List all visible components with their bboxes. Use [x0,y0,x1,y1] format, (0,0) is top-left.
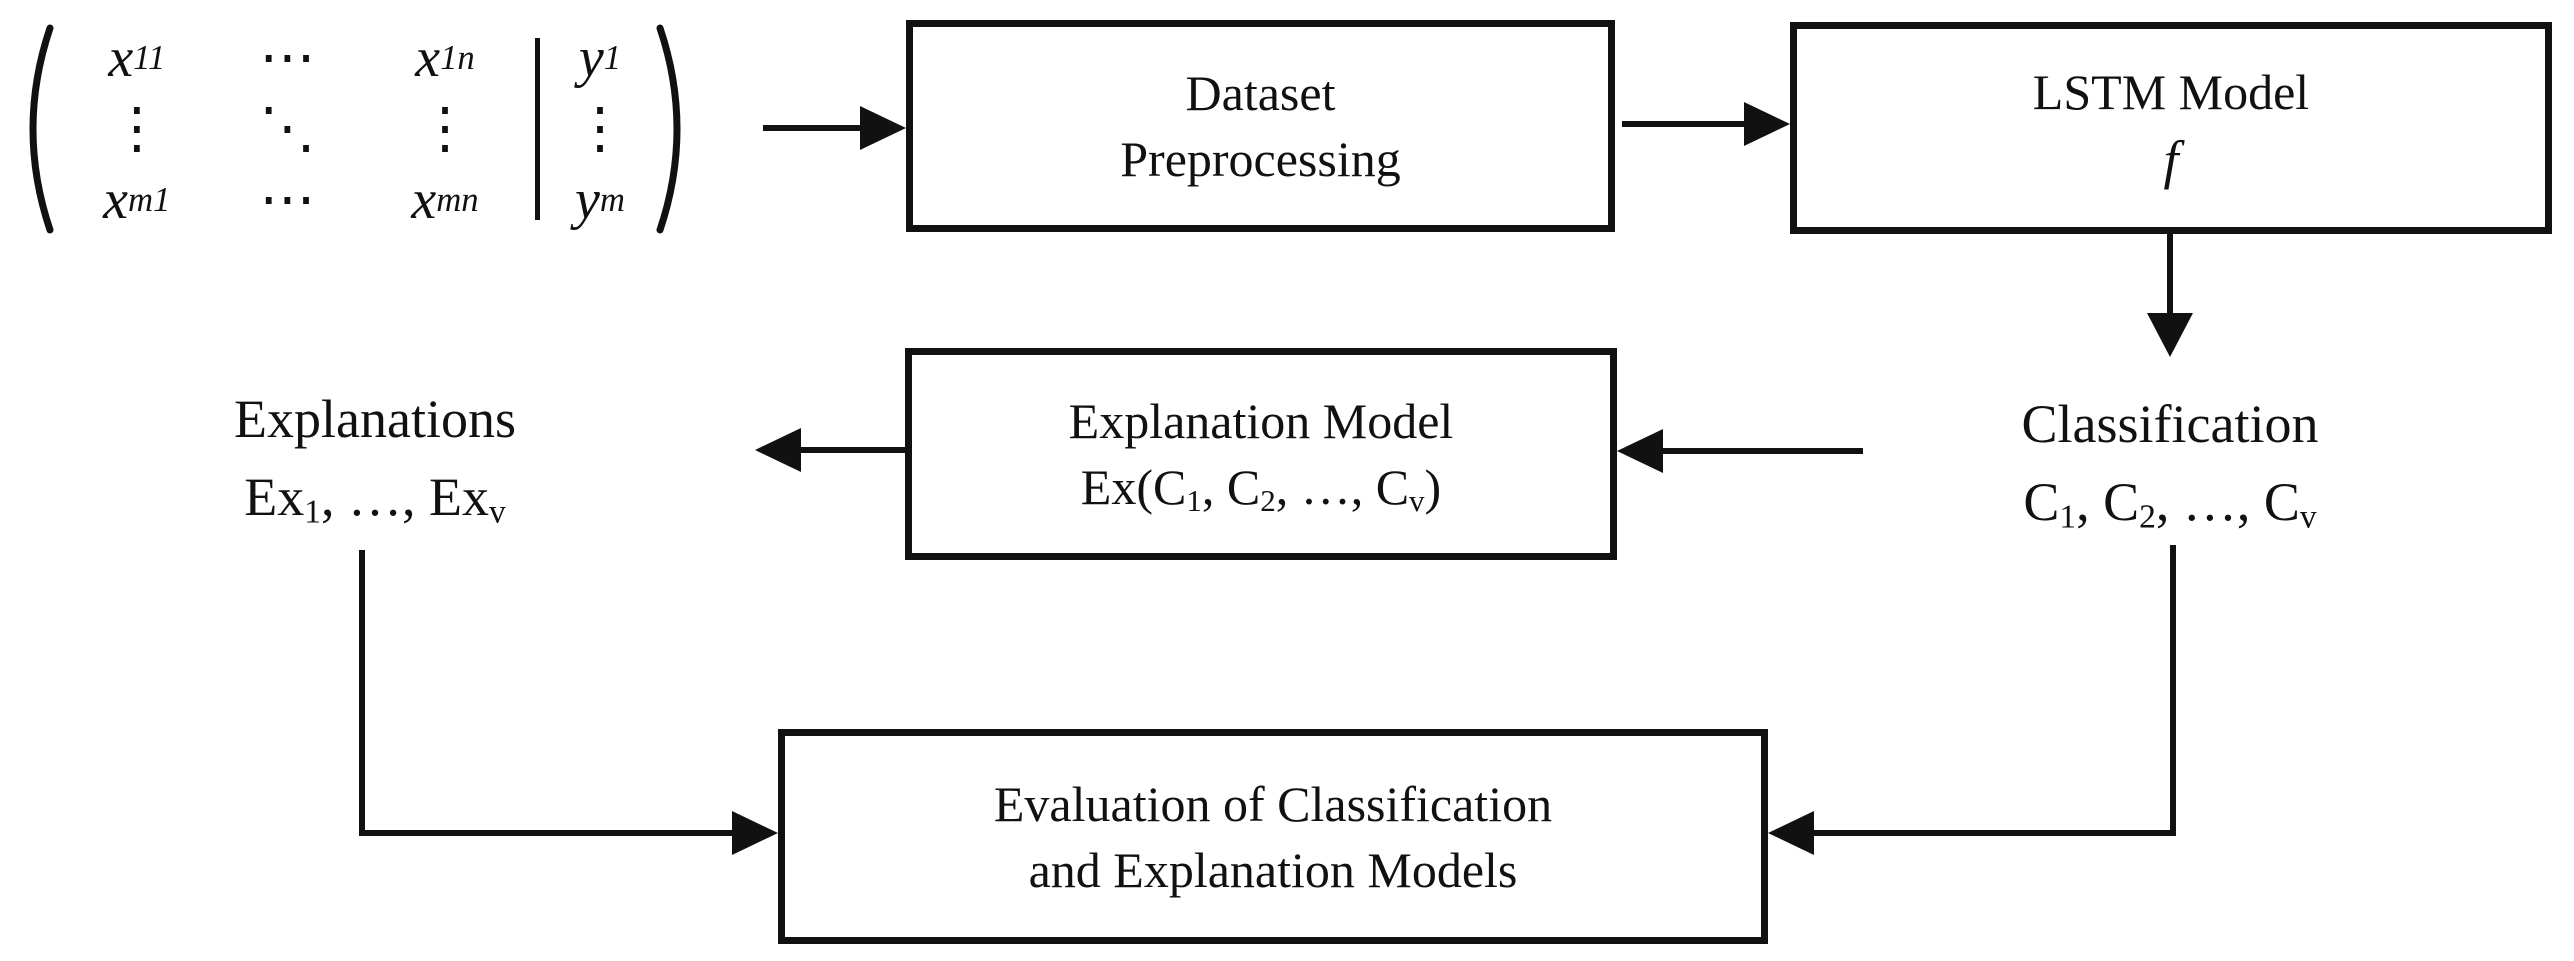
matrix-augmentation-bar [535,38,540,220]
arrow-explanations-to-evaluation-head [732,811,778,855]
arrow-classification-to-evaluation-head [1768,811,1814,855]
explanations-symbols: Ex1, …, Exv [244,467,506,531]
arrow-dataset-to-lstm-head [1744,102,1790,146]
matrix-cell-vdots-left: ⋮ [108,97,165,160]
dataset-preprocessing-box: Dataset Preprocessing [906,20,1615,232]
explanation-model-box: Explanation Model Ex(C1, C2, …, Cv) [905,348,1617,560]
arrow-classification-to-evaluation-horizontal [1812,830,2176,836]
lstm-model-box: LSTM Model f [1790,22,2552,234]
explanation-model-label-line1: Explanation Model [1068,393,1454,449]
arrow-explanation-to-explanations-line [800,447,905,453]
arrow-matrix-to-dataset-line [763,125,863,131]
arrow-classification-to-explanation-line [1660,448,1863,454]
matrix-right-paren [656,24,681,234]
lstm-function-symbol: f [2163,130,2179,191]
explanations-label: Explanations Ex1, …, Exv [125,380,625,537]
evaluation-box: Evaluation of Classification and Explana… [778,729,1768,944]
arrow-lstm-to-classification-head [2147,313,2193,357]
explanations-label-line1: Explanations [234,389,516,449]
arrow-dataset-to-lstm-line [1622,121,1748,127]
matrix-cell-vdots-y: ⋮ [572,97,628,160]
dataset-preprocessing-label-line2: Preprocessing [1120,131,1401,187]
matrix-cell-vdots-right: ⋮ [417,97,473,160]
matrix-cell-hdots-top: ⋯ [259,26,316,89]
matrix-cell-hdots-bottom: ⋯ [259,169,316,232]
evaluation-label-line2: and Explanation Models [1028,841,1518,898]
matrix-cell-ddots: ⋱ [259,97,316,160]
arrow-classification-to-evaluation-vertical [2170,545,2176,836]
classification-label: Classification C1, C2, …, Cv [1920,385,2420,542]
classification-label-line1: Classification [2021,394,2319,454]
arrow-lstm-to-classification-line [2167,234,2173,316]
evaluation-label-line1: Evaluation of Classification [993,775,1553,832]
matrix-left-paren [29,24,54,234]
classification-symbols: C1, C2, …, Cv [2023,472,2317,536]
dataset-preprocessing-label-line1: Dataset [1185,65,1336,121]
explanation-model-formula: Ex(C1, C2, …, Cv) [1080,459,1442,518]
arrow-explanations-to-evaluation-horizontal [359,830,734,836]
arrow-classification-to-explanation-head [1617,429,1663,473]
lstm-model-label: LSTM Model [2032,64,2310,121]
arrow-explanations-to-evaluation-vertical [359,550,365,836]
arrow-matrix-to-dataset-head [860,106,906,150]
arrow-explanation-to-explanations-head [755,428,801,472]
